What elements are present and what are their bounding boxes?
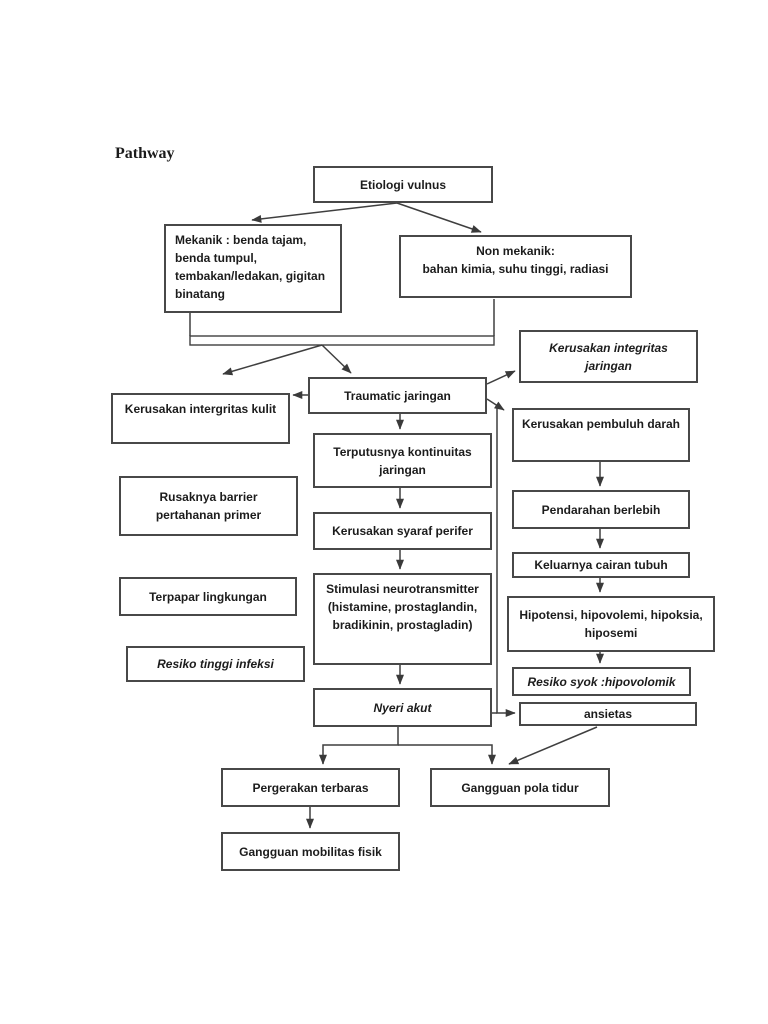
node-label: Non mekanik: bahan kimia, suhu tinggi, r… <box>422 244 609 276</box>
node-nyeri-akut: Nyeri akut <box>313 688 492 727</box>
node-label: Kerusakan integritas jaringan <box>549 340 668 373</box>
node-non-mekanik: Non mekanik: bahan kimia, suhu tinggi, r… <box>399 235 632 298</box>
node-label: Hipotensi, hipovolemi, hipoksia, hiposem… <box>519 608 703 640</box>
node-resiko-tinggi-infeksi: Resiko tinggi infeksi <box>126 646 305 682</box>
connector-junction-to-traumatic <box>321 344 352 374</box>
node-gangguan-pola-tidur: Gangguan pola tidur <box>430 768 610 807</box>
node-label: Pendarahan berlebih <box>541 502 661 517</box>
node-label: Stimulasi neurotransmitter (histamine, p… <box>326 582 479 632</box>
connector-ansietas-to-pola-tidur <box>508 726 598 765</box>
node-pendarahan-berlebih: Pendarahan berlebih <box>512 490 690 529</box>
node-ansietas: ansietas <box>519 702 697 726</box>
node-pergerakan-terbaras: Pergerakan terbaras <box>221 768 400 807</box>
node-stimulasi-neurotransmitter: Stimulasi neurotransmitter (histamine, p… <box>313 573 492 665</box>
node-label: Terputusnya kontinuitas jaringan <box>333 444 472 477</box>
connector-etiologi-to-mekanik <box>251 202 398 223</box>
node-terpapar-lingkungan: Terpapar lingkungan <box>119 577 297 616</box>
node-label: Kerusakan syaraf perifer <box>332 524 473 538</box>
flowchart-connectors <box>189 202 604 829</box>
node-label: Traumatic jaringan <box>344 388 451 403</box>
node-label: Kerusakan intergritas kulit <box>124 402 277 416</box>
node-label: Mekanik : benda tajam, benda tumpul, tem… <box>175 233 326 301</box>
node-label: Resiko tinggi infeksi <box>157 657 274 671</box>
node-label: Keluarnya cairan tubuh <box>534 558 668 572</box>
node-rusaknya-barrier: Rusaknya barrier pertahanan primer <box>119 476 298 536</box>
node-kerusakan-syaraf-perifer: Kerusakan syaraf perifer <box>313 512 492 550</box>
node-terputusnya-kontinuitas: Terputusnya kontinuitas jaringan <box>313 433 492 488</box>
connector-traumatic-to-pembuluh-darah <box>486 398 505 411</box>
node-label: Gangguan mobilitas fisik <box>239 844 382 859</box>
node-label: Rusaknya barrier pertahanan primer <box>155 490 262 522</box>
node-traumatic-jaringan: Traumatic jaringan <box>308 377 487 414</box>
node-resiko-syok-hipovolomik: Resiko syok :hipovolomik <box>512 667 691 696</box>
node-mekanik: Mekanik : benda tajam, benda tumpul, tem… <box>164 224 342 313</box>
node-kerusakan-intergritas-kulit: Kerusakan intergritas kulit <box>111 393 290 444</box>
node-keluarnya-cairan-tubuh: Keluarnya cairan tubuh <box>512 552 690 578</box>
node-label: ansietas <box>583 707 633 721</box>
node-label: Terpapar lingkungan <box>149 589 267 604</box>
connector-junction-to-kulit <box>222 344 323 376</box>
node-kerusakan-integritas-jaringan: Kerusakan integritas jaringan <box>519 330 698 383</box>
node-label: Nyeri akut <box>373 700 432 715</box>
connector-merge-bar <box>189 335 495 346</box>
node-kerusakan-pembuluh-darah: Kerusakan pembuluh darah <box>512 408 690 462</box>
node-label: Resiko syok :hipovolomik <box>527 674 676 689</box>
node-etiologi-vulnus: Etiologi vulnus <box>313 166 493 203</box>
node-label: Kerusakan pembuluh darah <box>521 417 681 431</box>
node-label: Gangguan pola tidur <box>461 780 579 795</box>
node-label: Etiologi vulnus <box>360 177 446 192</box>
page-title: Pathway <box>115 145 175 162</box>
connector-etiologi-to-non-mekanik <box>396 202 482 233</box>
node-gangguan-mobilitas-fisik: Gangguan mobilitas fisik <box>221 832 400 871</box>
node-hipotensi: Hipotensi, hipovolemi, hipoksia, hiposem… <box>507 596 715 652</box>
connector-traumatic-to-integritas-jaringan <box>486 370 516 385</box>
connector-nyeri-split-right <box>398 744 496 765</box>
node-label: Pergerakan terbaras <box>252 780 369 795</box>
connector-nyeri-split-left <box>319 727 399 765</box>
